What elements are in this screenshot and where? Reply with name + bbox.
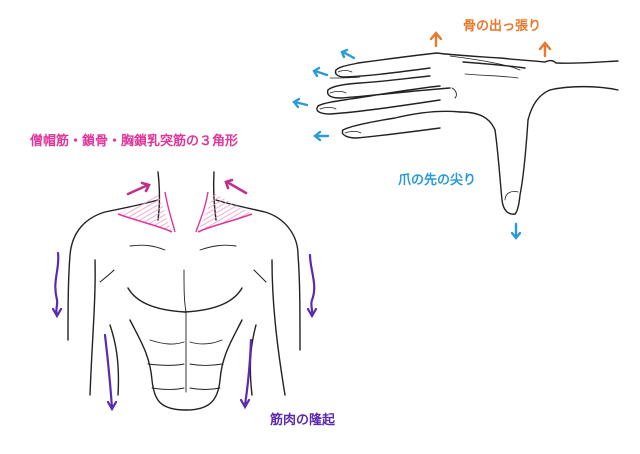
bone-protrusion-label: 骨の出っ張り	[463, 19, 542, 34]
bone-protrusion-arrows	[429, 31, 552, 58]
hand-illustration	[316, 52, 619, 215]
muscle-bulge-label: 筋肉の隆起	[270, 413, 336, 428]
nail-direction-arrows	[292, 48, 522, 240]
muscle-bulge-arrows	[51, 251, 318, 412]
trapezius-triangles	[117, 191, 253, 233]
nail-tip-label: 爪の先の尖り	[398, 173, 477, 188]
torso-illustration	[67, 171, 301, 411]
trapezius-arrows	[126, 178, 248, 196]
trapezius-triangle-label: 僧帽筋・鎖骨・胸鎖乳突筋の３角形	[30, 134, 239, 149]
